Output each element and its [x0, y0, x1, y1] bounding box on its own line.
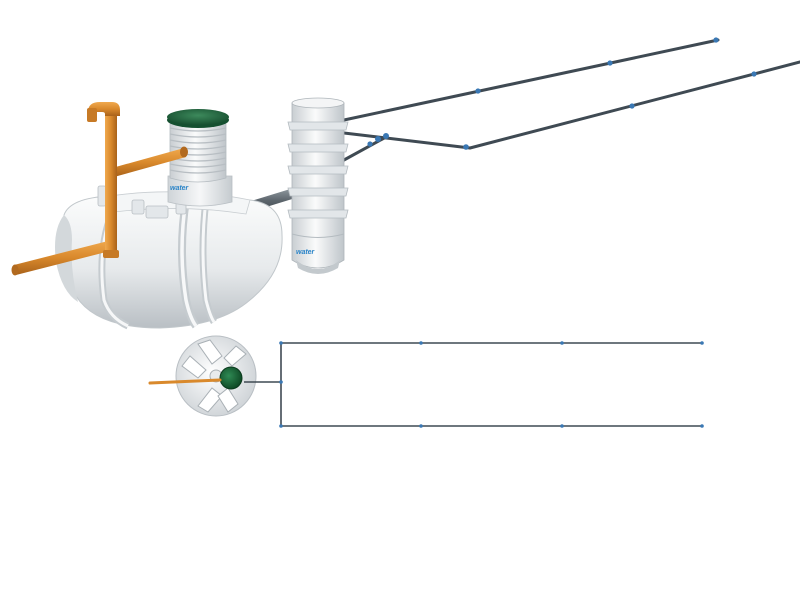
inlet-pipe [11, 240, 114, 276]
drain-pipe-upper [342, 38, 720, 122]
pipe-joint [279, 380, 283, 384]
septic-tank-top [148, 335, 281, 417]
pipe-joint [375, 136, 381, 142]
pipe-joint [279, 341, 283, 345]
pipe-joint [419, 424, 423, 428]
pipe-joint [560, 424, 564, 428]
drain-field-lines [280, 342, 703, 427]
pipe-joints [367, 37, 757, 150]
plan-inlet-pipe [148, 378, 222, 385]
access-riser: water [167, 109, 233, 207]
pipe-joint [713, 37, 719, 43]
pipe-joint [463, 144, 469, 150]
pipe-joint [560, 341, 564, 345]
plan-riser-lid [219, 366, 243, 390]
pipe-joint [367, 141, 373, 147]
pipe-joint [700, 424, 704, 428]
filter-column: water [287, 97, 349, 274]
septic-tank [55, 185, 283, 330]
pipe-joint [629, 103, 635, 109]
tank-riser-brand: water [170, 185, 190, 192]
pipe-joint [279, 424, 283, 428]
pipe-joint [751, 71, 757, 77]
drain-pipe-lower-b [468, 60, 800, 150]
drain-pipe-lower-a [342, 131, 472, 150]
pipe-joint [383, 133, 389, 139]
pipe-joint [700, 341, 704, 345]
pipe-joint [475, 88, 481, 94]
drain-pipes [342, 37, 800, 162]
filter-column-brand: water [296, 249, 316, 256]
drain-field-joints [279, 341, 704, 428]
riser-lid [167, 109, 229, 128]
vent-pipe [87, 102, 188, 258]
pipe-joint [419, 341, 423, 345]
pipe-joint [607, 60, 613, 66]
